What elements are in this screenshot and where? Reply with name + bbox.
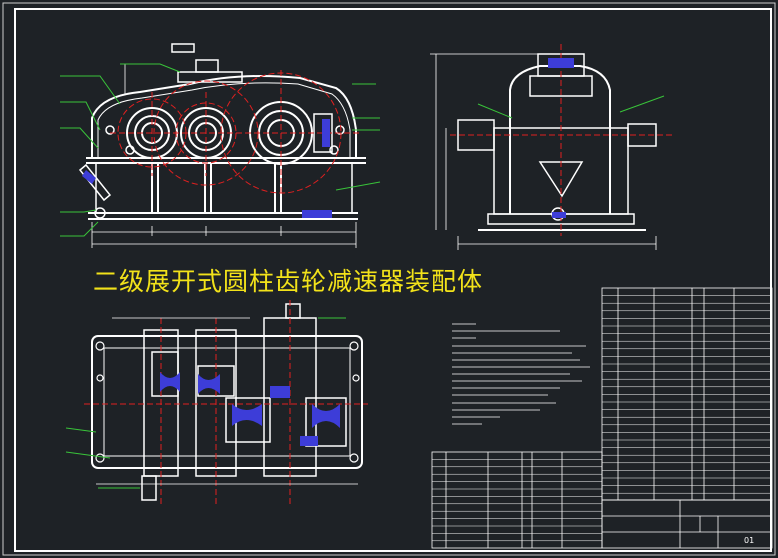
front-view-leaders: [60, 63, 381, 237]
side-view-centerlines: [450, 44, 672, 236]
front-view-blue-parts: [82, 119, 332, 218]
drawing-number: 01: [744, 536, 754, 545]
front-view-dimensions: [91, 64, 357, 248]
parts-list-bottom: [431, 451, 603, 549]
drawing-title: 二级展开式圆柱齿轮减速器装配体: [93, 267, 484, 296]
plan-view-dimensions: [96, 317, 358, 485]
plan-view-leaders: [65, 317, 346, 489]
side-view-dimensions: [430, 53, 657, 250]
parts-list-right: [601, 287, 773, 501]
parts-list-bottom-rows: [432, 459, 602, 542]
side-view: [457, 53, 657, 231]
parts-list-right-rows: [602, 295, 772, 494]
side-view-blue-parts: [548, 58, 574, 218]
title-block: [601, 499, 773, 549]
plan-view-centerlines: [84, 300, 368, 504]
front-view-centerlines: [110, 70, 360, 196]
technical-notes: [452, 323, 590, 425]
inner-border: [14, 8, 772, 552]
plan-view-blue-parts: [160, 372, 340, 446]
plan-view: [91, 303, 363, 501]
side-view-leaders: [477, 95, 665, 119]
